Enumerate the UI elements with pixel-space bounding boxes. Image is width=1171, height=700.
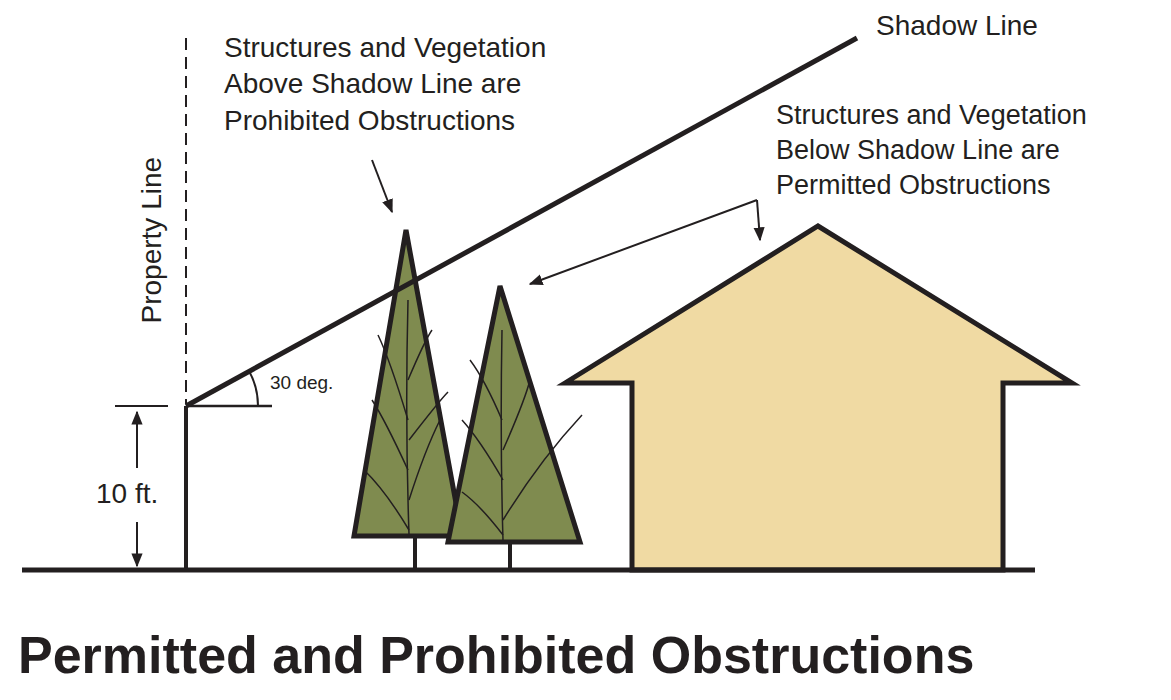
prohibited-note: Structures and Vegetation Above Shadow L… [224,30,624,139]
dimension-tick [115,405,168,407]
tree-trunk [413,534,417,570]
property-line [185,38,187,404]
fence [184,406,188,570]
angle-reference [186,405,272,408]
diagram-title: Permitted and Prohibited Obstructions [18,624,974,686]
tree-branches [364,300,448,534]
angle-arc [249,371,258,406]
property-line-label: Property Line [134,157,170,324]
leader-arrow [757,200,760,240]
dimension-label: 10 ft. [96,476,158,512]
permitted-note: Structures and Vegetation Below Shadow L… [776,98,1164,203]
leader-arrow [372,160,392,212]
leader-arrow [530,200,757,284]
dimension-arrow [136,522,138,566]
dimension-arrow [136,412,138,468]
tree-branches [462,330,582,540]
tree [354,230,462,536]
angle-label: 30 deg. [270,371,333,396]
ground-line [22,568,1035,573]
house [565,226,1072,570]
shadow-line-label: Shadow Line [876,8,1038,44]
